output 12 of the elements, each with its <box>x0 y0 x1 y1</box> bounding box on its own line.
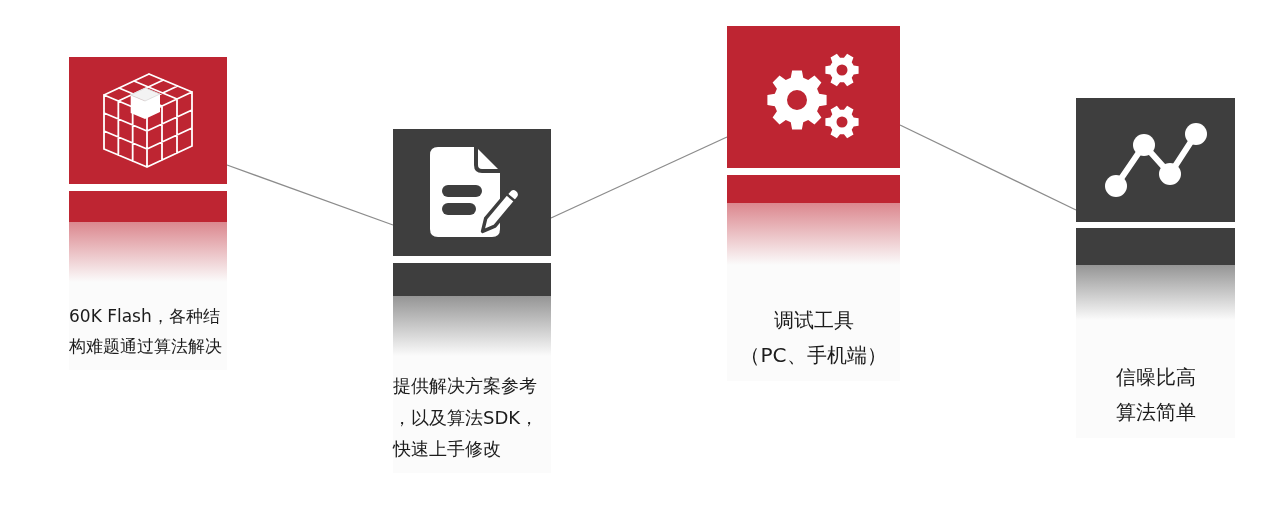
caption-text: 提供解决方案参考，以及算法SDK，快速上手修改 <box>393 374 540 461</box>
connector-line <box>226 164 394 226</box>
feature-card <box>1076 98 1235 438</box>
caption-text: 信噪比高算法简单 <box>1114 364 1197 426</box>
feature-card <box>727 26 900 381</box>
connector-line <box>899 124 1077 211</box>
caption-text: （PC、手机端） <box>739 342 888 369</box>
feature-card <box>69 57 227 370</box>
connector-line <box>550 136 728 219</box>
caption-text: 调试工具 <box>772 307 855 334</box>
caption-text: 60K Flash，各种结构难题通过算法解决 <box>69 305 223 358</box>
feature-card <box>393 129 551 473</box>
